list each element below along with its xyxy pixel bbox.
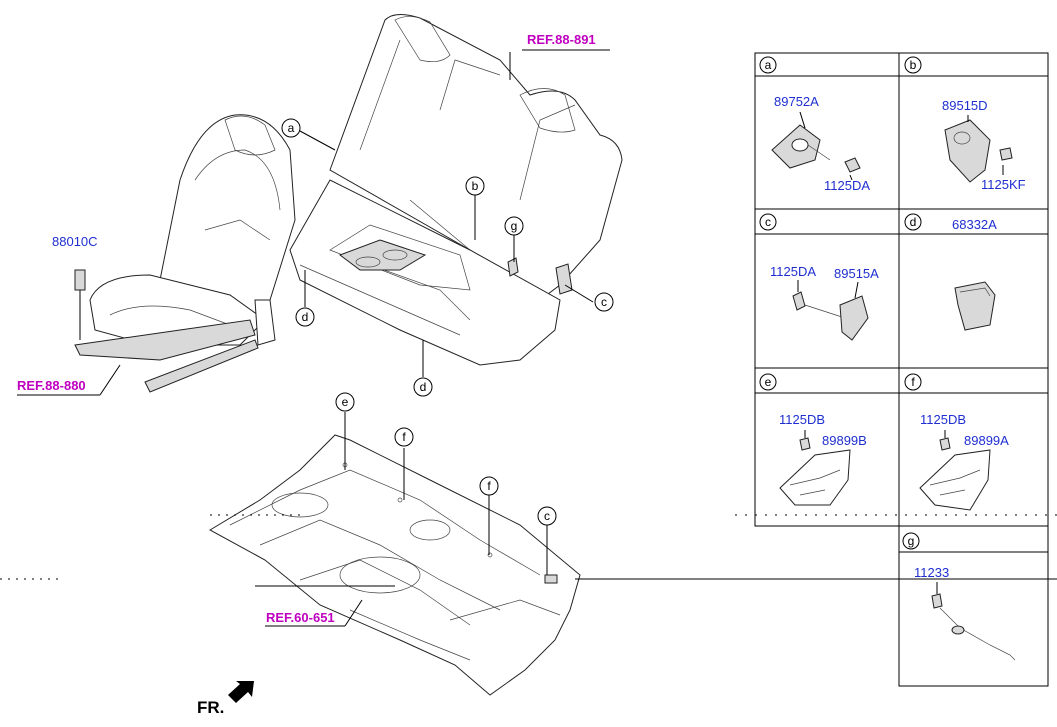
- callout-e[interactable]: e: [335, 392, 355, 412]
- detail-panel-d: d 68332A: [904, 213, 997, 331]
- svg-text:g: g: [511, 219, 518, 233]
- svg-text:c: c: [765, 215, 771, 229]
- callout-f-left[interactable]: f: [394, 427, 414, 447]
- callout-f-right[interactable]: f: [479, 476, 499, 496]
- rear-seat-drawing: [289, 14, 623, 366]
- leader-lines: [0, 49, 1057, 627]
- ref-front-seat-label[interactable]: REF.88-880: [17, 378, 86, 393]
- part-number-1125db-f[interactable]: 1125DB: [920, 412, 966, 427]
- callout-d-bottom[interactable]: d: [413, 377, 433, 397]
- detail-panel-e: e 1125DB 89899B: [759, 373, 867, 506]
- ref-floor-label[interactable]: REF.60-651: [266, 610, 335, 625]
- front-direction-label: FR.: [197, 698, 224, 717]
- part-number-89899b[interactable]: 89899B: [822, 433, 867, 448]
- part-number-89515a[interactable]: 89515A: [834, 266, 879, 281]
- ref-rear-seat-label[interactable]: REF.88-891: [527, 32, 596, 47]
- part-number-1125da-c[interactable]: 1125DA: [770, 264, 816, 279]
- svg-text:e: e: [765, 375, 772, 389]
- svg-text:d: d: [910, 215, 917, 229]
- part-number-1125db-e[interactable]: 1125DB: [779, 412, 825, 427]
- part-number-1125da-a[interactable]: 1125DA: [824, 178, 870, 193]
- svg-text:d: d: [420, 380, 427, 394]
- detail-panel-g: g 11233: [902, 532, 1016, 661]
- svg-text:b: b: [472, 179, 479, 193]
- callout-c-seat[interactable]: c: [594, 292, 614, 312]
- svg-text:a: a: [765, 58, 772, 72]
- part-number-1125kf[interactable]: 1125KF: [981, 177, 1026, 192]
- svg-text:d: d: [302, 310, 309, 324]
- part-number-88010c[interactable]: 88010C: [52, 234, 98, 249]
- callout-a[interactable]: a: [281, 118, 301, 138]
- part-number-11233[interactable]: 11233: [914, 565, 949, 580]
- detail-panel-f: f 1125DB 89899A: [904, 373, 1009, 511]
- svg-text:f: f: [487, 479, 491, 493]
- front-seat-drawing: [74, 114, 296, 393]
- svg-text:f: f: [402, 430, 406, 444]
- part-number-68332a[interactable]: 68332A: [952, 217, 997, 232]
- part-number-89899a[interactable]: 89899A: [964, 433, 1009, 448]
- svg-text:c: c: [601, 295, 607, 309]
- detail-panel-c: c 1125DA 89515A: [759, 213, 879, 341]
- callout-d-left[interactable]: d: [295, 307, 315, 327]
- detail-grid: [754, 52, 1049, 687]
- svg-text:b: b: [910, 58, 917, 72]
- detail-panel-a: a 89752A 1125DA: [759, 56, 870, 193]
- floor-panel-drawing: [208, 434, 581, 696]
- front-direction-arrow-icon: [228, 681, 254, 703]
- svg-text:g: g: [908, 534, 915, 548]
- svg-text:a: a: [288, 121, 295, 135]
- callout-g[interactable]: g: [504, 216, 524, 236]
- callout-b[interactable]: b: [465, 176, 485, 196]
- detail-panel-b: b 89515D 1125KF: [904, 56, 1026, 192]
- svg-text:e: e: [342, 395, 349, 409]
- part-number-89752a[interactable]: 89752A: [774, 94, 819, 109]
- svg-text:f: f: [911, 375, 915, 389]
- svg-text:c: c: [544, 509, 550, 523]
- callout-c-floor[interactable]: c: [537, 506, 557, 526]
- part-number-89515d[interactable]: 89515D: [942, 98, 988, 113]
